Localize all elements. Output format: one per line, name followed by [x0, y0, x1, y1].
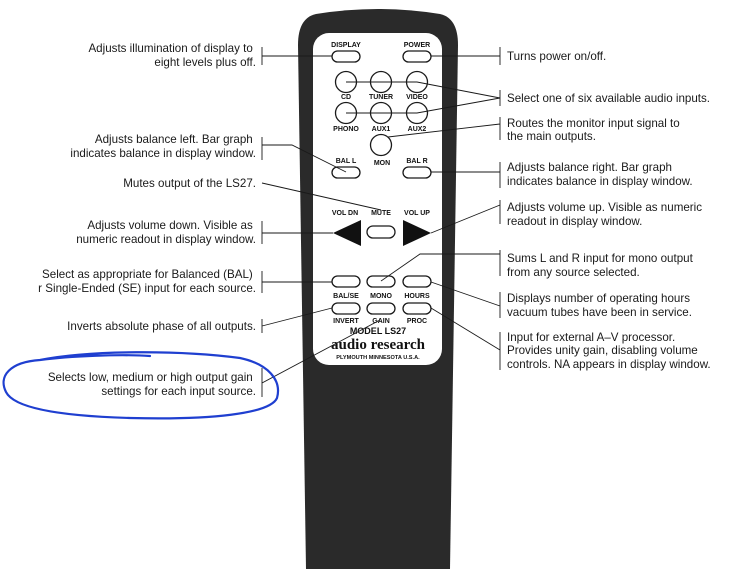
vol-dn-button[interactable]	[333, 220, 361, 246]
phono-label: PHONO	[333, 126, 359, 133]
invert-leader	[261, 307, 333, 333]
gain-leader	[261, 319, 381, 397]
proc-annotation-line: Input for external A–V processor.	[507, 331, 675, 344]
video-label: VIDEO	[406, 94, 428, 101]
mute-annotation-line: Mutes output of the LS27.	[123, 177, 256, 190]
highlight-circle	[2, 351, 280, 420]
power-leader	[431, 47, 501, 65]
mon-leader	[387, 117, 501, 140]
aux1-label: AUX1	[372, 126, 391, 133]
vol-up-button[interactable]	[403, 220, 431, 246]
gain-annotation-line: Selects low, medium or high output gain	[48, 371, 253, 384]
proc-leader	[430, 307, 501, 370]
bal-r-annotation-line: Adjusts balance right. Bar graph	[507, 161, 672, 174]
bal-se-annotation: Select as appropriate for Balanced (BAL)…	[38, 268, 256, 295]
bal-r-label: BAL R	[406, 158, 427, 165]
proc-button[interactable]	[402, 302, 432, 315]
vol-up-annotation: Adjusts volume up. Visible as numeric re…	[507, 201, 705, 228]
power-button[interactable]	[402, 50, 432, 63]
vol-up-annotation-line: Adjusts volume up. Visible as numeric	[507, 201, 702, 214]
proc-annotation-line: Provides unity gain, disabling volume	[507, 344, 698, 357]
mute-label: MUTE	[371, 210, 391, 217]
mono-button[interactable]	[366, 275, 396, 288]
bal-l-annotation-line: Adjusts balance left. Bar graph	[95, 133, 253, 146]
mute-annotation: Mutes output of the LS27.	[123, 177, 256, 190]
vol-dn-annotation: Adjusts volume down. Visible as numeric …	[76, 219, 256, 246]
bal-l-leader	[261, 137, 347, 173]
proc-annotation: Input for external A–V processor. Provid…	[507, 331, 711, 371]
vol-up-annotation-line: readout in display window.	[507, 215, 642, 228]
vol-dn-annotation-line: Adjusts volume down. Visible as	[87, 219, 253, 232]
hours-annotation-line: Displays number of operating hours	[507, 292, 690, 305]
cd-label: CD	[341, 94, 351, 101]
vol-dn-label: VOL DN	[332, 210, 358, 217]
display-label: DISPLAY	[331, 42, 361, 49]
inputs-annotation-line: Select one of six available audio inputs…	[507, 92, 710, 105]
vol-up-leader	[430, 200, 501, 234]
display-leader	[261, 47, 332, 65]
display-annotation: Adjusts illumination of display to eight…	[88, 42, 256, 69]
mono-annotation-line: Sums L and R input for mono output	[507, 252, 694, 265]
bal-r-annotation: Adjusts balance right. Bar graph indicat…	[507, 161, 693, 188]
display-annotation-line: Adjusts illumination of display to	[88, 42, 252, 55]
hours-annotation: Displays number of operating hours vacuu…	[507, 292, 693, 319]
mon-label: MON	[374, 160, 390, 167]
display-annotation-line: eight levels plus off.	[154, 56, 256, 69]
invert-button[interactable]	[331, 302, 361, 315]
invert-annotation-line: Inverts absolute phase of all outputs.	[67, 320, 256, 333]
mute-button[interactable]	[366, 225, 396, 239]
bal-se-leader	[261, 271, 332, 293]
mono-label: MONO	[370, 293, 392, 300]
bal-r-annotation-line: indicates balance in display window.	[507, 175, 693, 188]
bal-r-button[interactable]	[402, 166, 432, 179]
mon-annotation: Routes the monitor input signal to the m…	[507, 117, 683, 143]
mute-leader	[261, 182, 382, 211]
bal-se-button[interactable]	[331, 275, 361, 288]
location-label: PLYMOUTH MINNESOTA U.S.A.	[336, 355, 420, 361]
mon-annotation-line: Routes the monitor input signal to	[507, 117, 680, 130]
hours-annotation-line: vacuum tubes have been in service.	[507, 306, 692, 319]
gain-annotation-line: settings for each input source.	[101, 385, 256, 398]
vol-up-label: VOL UP	[404, 210, 430, 217]
mono-annotation-line: from any source selected.	[507, 266, 640, 279]
hours-label: HOURS	[404, 293, 430, 300]
bal-se-label: BAL/SE	[333, 293, 359, 300]
power-annotation: Turns power on/off.	[507, 50, 606, 63]
invert-annotation: Inverts absolute phase of all outputs.	[67, 320, 256, 333]
hours-leader	[430, 281, 501, 318]
vol-dn-leader	[261, 221, 333, 244]
gain-button[interactable]	[366, 302, 396, 315]
tuner-label: TUNER	[369, 94, 393, 101]
brand-logo: audio research	[331, 337, 426, 353]
bal-l-annotation-line: indicates balance in display window.	[70, 147, 256, 160]
inputs-leader	[346, 81, 501, 114]
mon-annotation-line: the main outputs.	[507, 130, 596, 143]
gain-annotation: Selects low, medium or high output gain …	[48, 371, 256, 398]
model-label: MODEL LS27	[350, 326, 406, 336]
proc-annotation-line: controls. NA appears in display window.	[507, 358, 711, 371]
mono-leader	[380, 250, 501, 282]
power-label: POWER	[404, 42, 430, 49]
bal-se-annotation-line: Select as appropriate for Balanced (BAL)	[42, 268, 253, 281]
display-button[interactable]	[331, 50, 361, 63]
gain-label: GAIN	[372, 318, 390, 325]
aux2-label: AUX2	[408, 126, 427, 133]
power-annotation-line: Turns power on/off.	[507, 50, 606, 63]
bal-r-leader	[431, 162, 501, 188]
bal-l-button[interactable]	[331, 166, 361, 179]
proc-label: PROC	[407, 318, 427, 325]
mono-annotation: Sums L and R input for mono output from …	[507, 252, 696, 279]
inputs-annotation: Select one of six available audio inputs…	[507, 92, 710, 105]
vol-dn-annotation-line: numeric readout in display window.	[76, 233, 256, 246]
bal-l-annotation: Adjusts balance left. Bar graph indicate…	[70, 133, 256, 160]
bal-se-annotation-line: r Single-Ended (SE) input for each sourc…	[38, 282, 256, 295]
invert-label: INVERT	[333, 318, 359, 325]
hours-button[interactable]	[402, 275, 432, 288]
bal-l-label: BAL L	[336, 158, 357, 165]
mon-button[interactable]	[369, 133, 393, 157]
